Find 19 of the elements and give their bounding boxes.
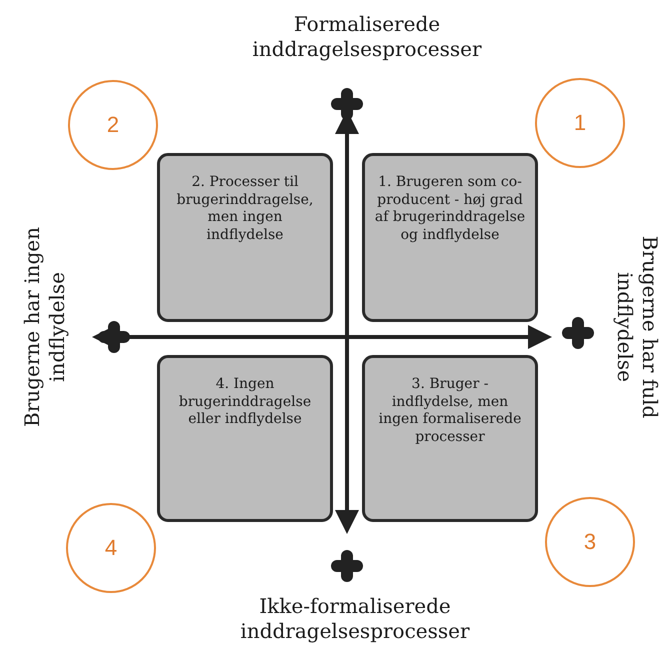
circle-number: 2 xyxy=(106,112,120,138)
axis-label: Formaliserede inddragelsesprocesser xyxy=(251,12,483,62)
number-circle xyxy=(68,80,158,170)
quadrant-box xyxy=(157,153,333,322)
quadrant-box xyxy=(362,355,538,522)
number-circle xyxy=(66,503,156,593)
quadrant-box xyxy=(157,355,333,522)
quadrant-text: 1. Brugeren som co-producent - høj grad af brugerinddragelse og indflydelse xyxy=(374,174,526,244)
quadrant-box xyxy=(362,153,538,322)
quadrant-text: 4. Ingen brugerinddragelse eller indflydelse xyxy=(178,376,312,428)
quadrant-text: 3. Bruger -indflydelse, men ingen formaliserede processer xyxy=(378,376,522,446)
circle-number: 3 xyxy=(584,529,596,555)
quadrant-text: 2. Processer til brugerinddragelse, men ingen indflydelse xyxy=(176,174,314,244)
circle-number: 4 xyxy=(104,535,118,561)
circle-number: 1 xyxy=(574,110,586,136)
axis-label: Brugerne har fuld indflydelse xyxy=(612,234,662,420)
axis-label: Brugerne har ingen indflydelse xyxy=(20,226,70,429)
axis-label: Ikke-formaliserede inddragelsesprocesser xyxy=(239,594,471,644)
number-circle xyxy=(545,497,635,587)
